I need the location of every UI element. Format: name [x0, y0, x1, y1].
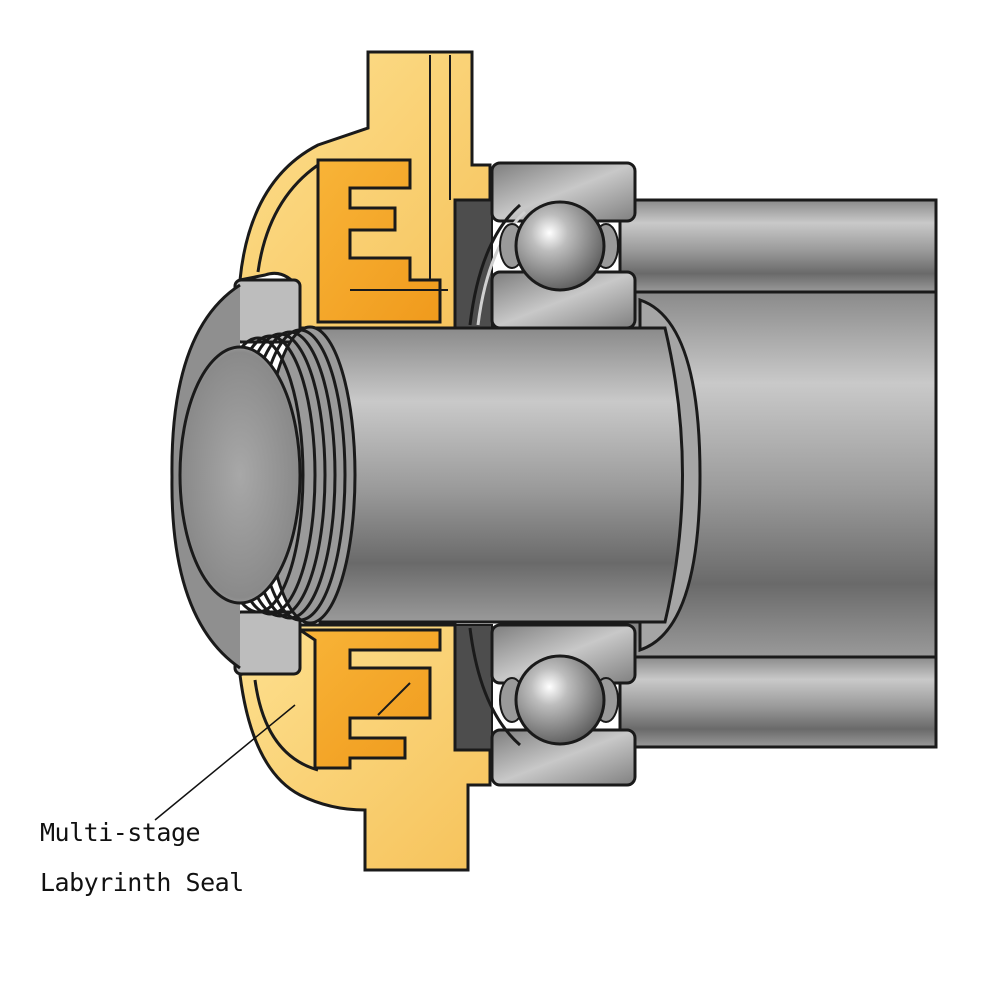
ball-bearing-bottom	[468, 623, 637, 787]
ball-icon	[514, 654, 606, 746]
ball-bearing-top	[468, 161, 637, 330]
labyrinth-seal-bottom	[238, 623, 492, 872]
labyrinth-seal-top	[238, 50, 492, 330]
callout-label-line-1: Multi-stage	[40, 818, 201, 847]
callout-label-line-2: Labyrinth Seal	[40, 868, 244, 897]
shaft-bore	[178, 345, 302, 605]
shaft	[318, 326, 684, 624]
ball-icon	[514, 200, 606, 292]
threaded-shaft-end	[178, 325, 357, 625]
callout-leader-line	[154, 704, 296, 821]
